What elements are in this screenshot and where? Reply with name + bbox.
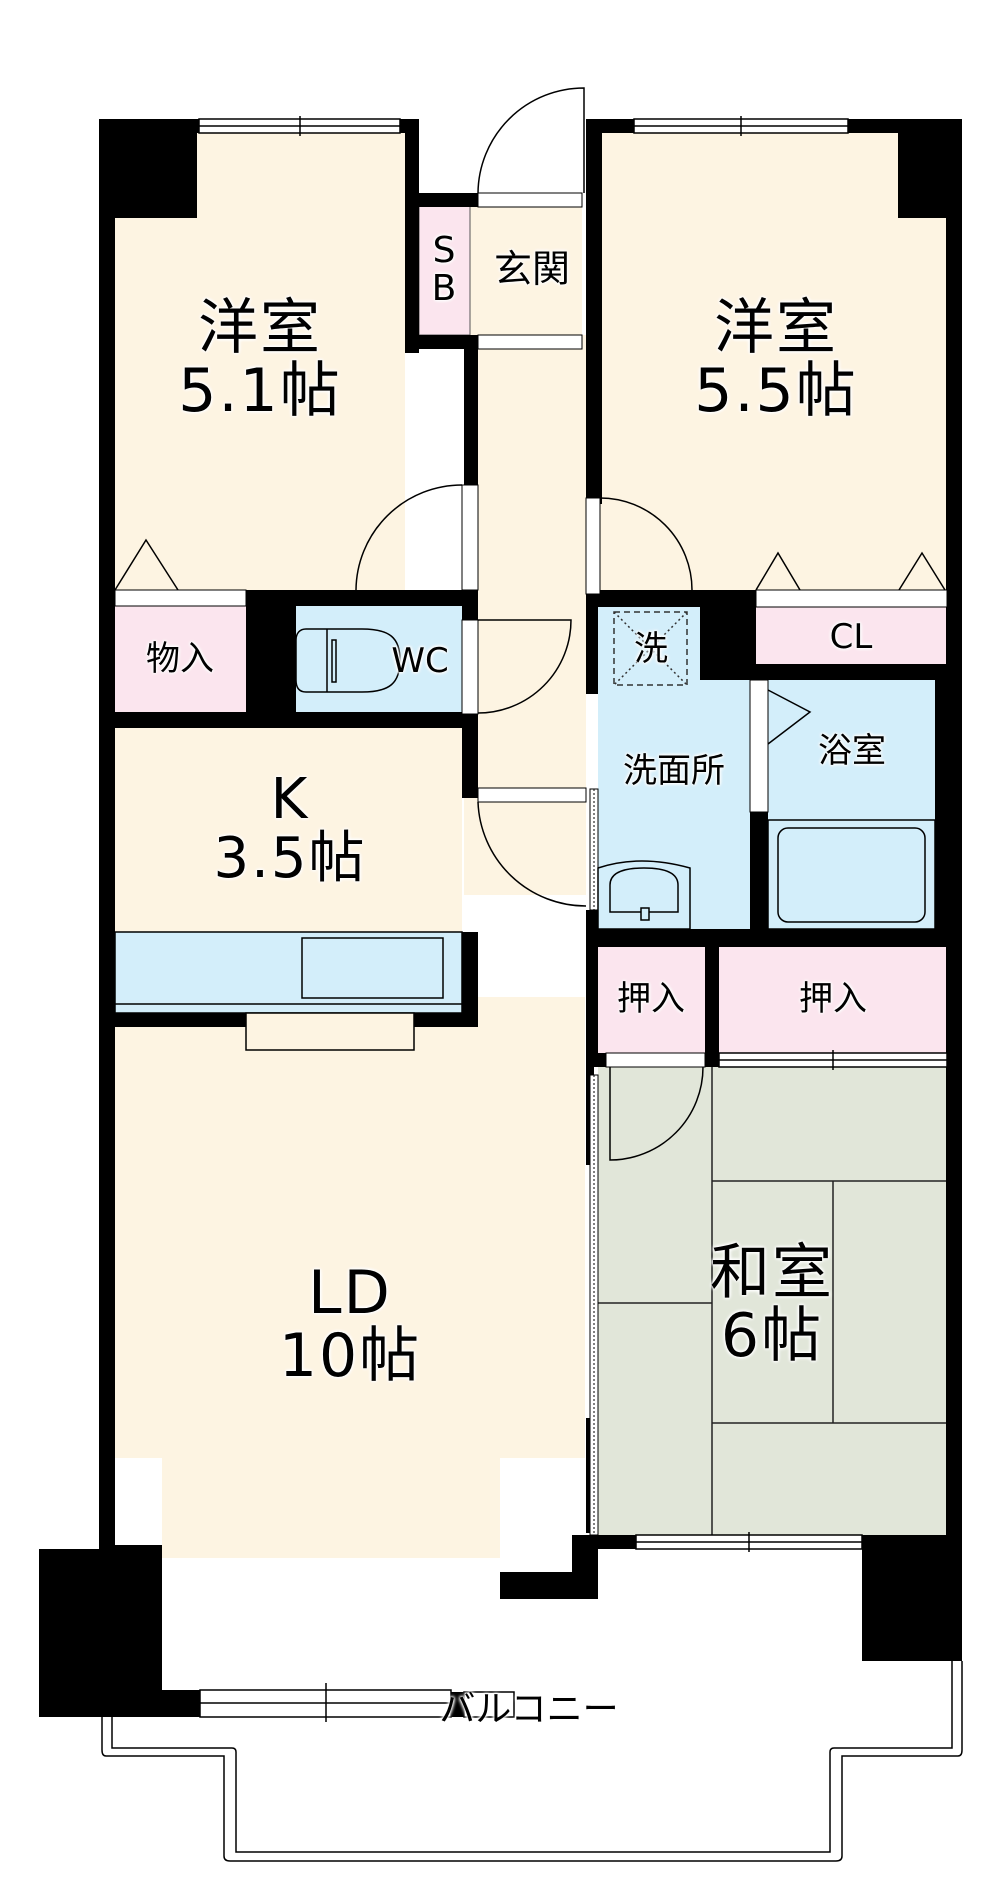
western-room-2-label: 洋室 5.5帖 (694, 297, 857, 423)
japanese-room-name: 和室 (710, 1238, 834, 1308)
kitchen-size: 3.5帖 (213, 826, 367, 891)
shoe-box-label: S B (432, 232, 457, 308)
shoe-box-floor (418, 199, 471, 336)
balcony-outline (101, 1661, 963, 1862)
western-room-2-floor (600, 133, 947, 590)
tatami-lines (598, 1067, 947, 1535)
bathtub-fixture (767, 819, 936, 930)
shoe-box-line2: B (431, 268, 457, 309)
closet-label: CL (829, 617, 873, 658)
balcony-label: バルコニー (439, 1689, 619, 1731)
living-dining-floor (115, 997, 585, 1458)
sink-fixture (597, 860, 691, 930)
western-room-2-name: 洋室 (713, 293, 838, 363)
shoe-box-line1: S (432, 230, 456, 272)
walls (39, 119, 962, 1717)
closet-japanese-1-label: 押入 (617, 979, 685, 1020)
living-dining-floor-bottom (162, 1458, 500, 1558)
living-dining-size: 10帖 (278, 1321, 422, 1391)
living-dining-name: LD (308, 1258, 392, 1328)
western-room-1-label: 洋室 5.1帖 (178, 297, 341, 423)
windows (198, 116, 948, 1722)
kitchen-counter (114, 931, 463, 1051)
sliding-doors (589, 788, 599, 1536)
closet-door-markers (114, 538, 946, 745)
kitchen-label: K 3.5帖 (213, 767, 367, 891)
bathroom-label: 浴室 (818, 731, 886, 772)
washroom-label: 洗面所 (623, 751, 725, 792)
storage-label: 物入 (146, 639, 214, 680)
western-room-2-size: 5.5帖 (694, 356, 858, 426)
door-swings (355, 87, 704, 1161)
toilet-label: WC (391, 641, 449, 682)
western-room-1-size: 5.1帖 (178, 356, 342, 426)
entrance-floor (470, 200, 582, 335)
living-dining-label: LD 10帖 (279, 1262, 421, 1388)
japanese-room-label: 和室 6帖 (710, 1242, 834, 1368)
japanese-room-floor (598, 1067, 947, 1535)
closet-floor (756, 607, 947, 664)
closet-japanese-2-label: 押入 (799, 979, 867, 1020)
storage-floor (115, 606, 246, 712)
kitchen-name: K (270, 767, 310, 833)
hallway-floor (464, 335, 586, 895)
entrance-label: 玄関 (493, 247, 571, 292)
washer-label: 洗 (634, 629, 668, 670)
toilet-fixture (295, 628, 401, 693)
closet-japanese-1-floor (598, 947, 705, 1053)
japanese-room-size: 6帖 (720, 1301, 824, 1371)
washer-pan (613, 611, 688, 686)
closet-japanese-2-floor (719, 947, 947, 1053)
western-room-1-name: 洋室 (197, 293, 322, 363)
door-openings (114, 192, 948, 1068)
